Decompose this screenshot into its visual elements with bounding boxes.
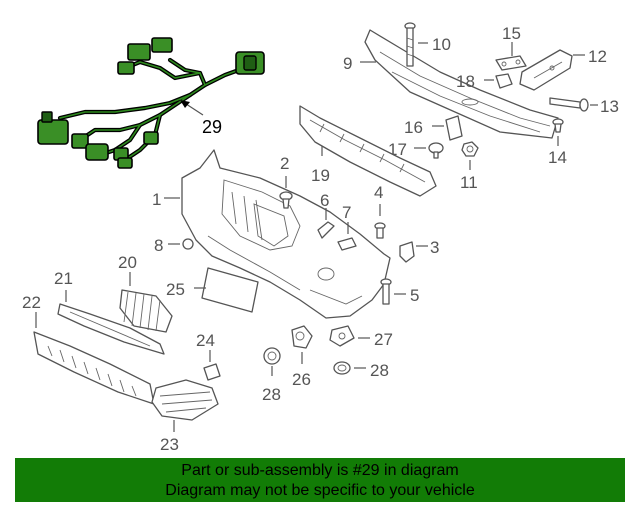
callout-18: 18 [456, 72, 475, 91]
sensor-bracket-27 [329, 325, 355, 347]
callout-13: 13 [600, 97, 619, 116]
clip-2 [279, 191, 293, 209]
callout-25: 25 [166, 280, 185, 299]
callout-20: 20 [118, 253, 137, 272]
bracket-16 [445, 115, 463, 141]
callout-1: 1 [152, 190, 161, 209]
callout-26: 26 [292, 370, 311, 389]
callout-5: 5 [410, 286, 419, 305]
notice-banner: Part or sub-assembly is #29 in diagram D… [15, 458, 625, 502]
clip-18 [495, 73, 513, 89]
callout-23: 23 [160, 435, 179, 454]
clip-3 [399, 241, 415, 263]
callout-24: 24 [196, 331, 215, 350]
callout-14: 14 [548, 148, 567, 167]
grommet-28-right [333, 361, 351, 375]
push-clip-14 [552, 118, 564, 133]
bracket-15 [495, 55, 527, 71]
pad-7 [337, 237, 357, 251]
callout-28-right: 28 [370, 361, 389, 380]
callout-22: 22 [22, 293, 41, 312]
callout-21: 21 [54, 269, 73, 288]
nut-11 [461, 141, 479, 157]
callout-16: 16 [404, 118, 423, 137]
callout-27: 27 [374, 330, 393, 349]
callout-3: 3 [430, 238, 439, 257]
bolt-10 [404, 22, 416, 67]
wiring-harness-29[interactable] [37, 37, 265, 169]
callout-4: 4 [374, 183, 383, 202]
callout-12: 12 [588, 47, 607, 66]
energy-absorber-19 [299, 105, 437, 197]
arrow-29 [180, 100, 190, 108]
side-grille-23 [151, 379, 219, 421]
bracket-6 [317, 221, 335, 239]
notice-line-2: Diagram may not be specific to your vehi… [165, 482, 475, 499]
kidney-grille-20 [119, 289, 173, 333]
callout-2: 2 [280, 154, 289, 173]
grommet-28-left [263, 347, 281, 365]
callout-28-left: 28 [262, 385, 281, 404]
callout-19: 19 [311, 166, 330, 185]
mount-bracket-12 [519, 49, 573, 91]
plug-8 [182, 238, 194, 250]
front-bumper-parts-diagram: 29 9 10 15 12 18 13 [22, 22, 619, 454]
bolt-13 [549, 97, 589, 112]
callout-10: 10 [432, 35, 451, 54]
callout-29: 29 [202, 117, 222, 137]
callout-7: 7 [342, 203, 351, 222]
callout-11: 11 [460, 173, 478, 192]
bracket-24 [203, 363, 221, 381]
callout-6: 6 [320, 191, 329, 210]
notice-line-1: Part or sub-assembly is #29 in diagram [181, 462, 459, 479]
callout-15: 15 [502, 24, 521, 43]
parking-sensor-26 [291, 325, 313, 349]
grille-trim-21 [57, 303, 165, 355]
license-plate-base-25 [201, 267, 259, 313]
rivet-17 [428, 142, 444, 159]
callout-9: 9 [343, 54, 352, 73]
screw-4 [374, 222, 386, 239]
callout-8: 8 [154, 236, 163, 255]
bolt-5 [380, 278, 392, 305]
